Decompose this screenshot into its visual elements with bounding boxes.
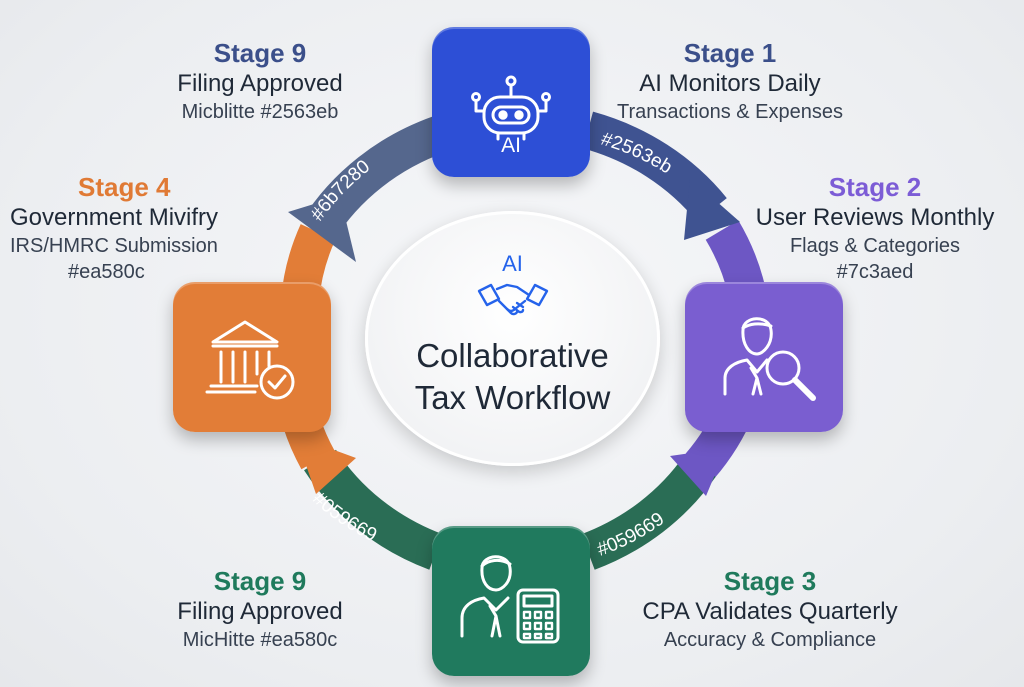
robot-icon [471,75,551,141]
arrowhead-orange [296,436,356,494]
stage-main: Government Mivifry [10,204,219,231]
center-ai-label: AI [502,251,523,276]
stage-main: Filing Approved [177,598,343,625]
arrowhead-purple [670,448,726,496]
stage-main: CPA Validates Quarterly [642,598,898,625]
stage-sub-hex: #ea580c [68,261,145,283]
tile-cpa-validate [432,526,590,676]
stage-main: Filing Approved [177,70,343,97]
tile-ai-text: AI [501,134,521,157]
center-title-line-1: Collaborative [416,337,609,374]
handshake-icon [477,283,549,316]
arrowhead-gray [288,196,356,262]
tile-ai-monitor: AI [432,27,590,177]
stage-title: Stage 4 [78,172,171,202]
stage-title: Stage 2 [828,172,922,202]
stage-main: User Reviews Monthly [755,204,995,231]
cpa-calculator-icon [460,555,560,644]
stage-sub: Micblitte #2563eb [181,101,339,123]
stage-sub-hex: #7c3aed [836,261,914,283]
stage-sub: Transactions & Expenses [616,101,844,123]
stage-left: Stage 4 Government Mivifry IRS/HMRC Subm… [10,172,280,285]
stage-right: Stage 2 User Reviews Monthly Flags & Cat… [730,172,1020,285]
stage-title: Stage 1 [683,38,777,68]
stage-title: Stage 9 [213,38,307,68]
arrowhead-blue [684,178,740,240]
stage-title: Stage 3 [723,566,817,596]
stage-bottom-left: Stage 9 Filing Approved MicHitte #ea580c [140,566,380,653]
tile-user-review [685,282,843,432]
center-title: Collaborative Tax Workflow [365,335,660,419]
stage-main: AI Monitors Daily [639,70,821,97]
government-building-check-icon [205,320,295,400]
tile-government-submit [173,282,331,432]
stage-bottom-right: Stage 3 CPA Validates Quarterly Accuracy… [620,566,920,653]
center-disc: AI Collaborative Tax Workflow [365,211,660,466]
stage-sub: MicHitte #ea580c [182,629,338,651]
stage-title: Stage 9 [213,566,307,596]
stage-sub: Flags & Categories [789,235,961,257]
stage-top-right: Stage 1 AI Monitors Daily Transactions &… [590,38,870,125]
stage-top-left: Stage 9 Filing Approved Micblitte #2563e… [140,38,380,125]
user-magnifier-icon [723,317,816,401]
center-title-line-2: Tax Workflow [414,379,611,416]
stage-sub: Accuracy & Compliance [663,629,877,651]
stage-sub: IRS/HMRC Submission [10,235,218,257]
